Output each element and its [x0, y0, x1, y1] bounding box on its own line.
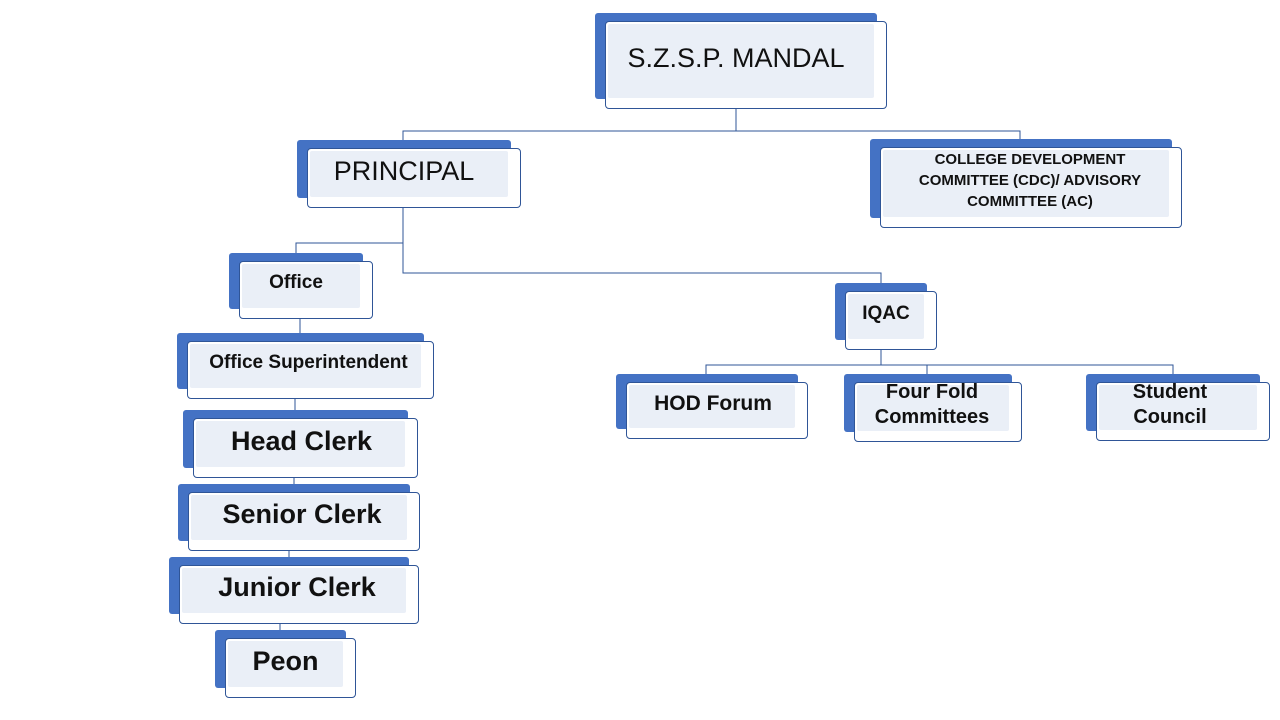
node-peon: Peon — [215, 630, 356, 698]
node-card — [1096, 382, 1270, 441]
node-cdc: COLLEGE DEVELOPMENT COMMITTEE (CDC)/ ADV… — [870, 139, 1182, 228]
connector-iqac-to-student_council — [927, 364, 1174, 374]
node-card — [179, 565, 419, 624]
node-hod-forum: HOD Forum — [616, 374, 808, 439]
node-label: Head Clerk — [230, 425, 373, 456]
node-label: HOD Forum — [654, 391, 772, 415]
node-label: Peon — [252, 645, 319, 676]
node-card — [845, 291, 937, 350]
node-label: S.Z.S.P. MANDAL — [627, 42, 845, 73]
node-student-council: Student Council — [1086, 374, 1270, 441]
node-card — [854, 382, 1022, 442]
connector-mandal-to-principal — [402, 109, 737, 140]
node-card — [193, 418, 418, 478]
node-label: Four Fold Committees — [874, 381, 990, 428]
node-card — [605, 21, 887, 109]
node-junior-clerk: Junior Clerk — [169, 557, 419, 624]
node-label: Office — [269, 272, 323, 293]
node-office-superintendent: Office Superintendent — [177, 333, 434, 399]
connector-iqac-to-four_fold — [881, 364, 928, 374]
node-office: Office — [229, 253, 373, 319]
connector-iqac-to-hod_forum — [705, 350, 882, 374]
node-card — [188, 492, 420, 551]
connector-principal-to-iqac — [402, 243, 882, 283]
node-card — [187, 341, 434, 399]
node-label: Student Council — [1132, 380, 1208, 428]
node-label: COLLEGE DEVELOPMENT COMMITTEE (CDC)/ ADV… — [918, 151, 1142, 210]
connector-mandal-to-cdc — [736, 130, 1021, 139]
node-card — [880, 147, 1182, 228]
node-head-clerk: Head Clerk — [183, 410, 418, 478]
node-card — [626, 382, 808, 439]
node-card — [239, 261, 373, 319]
node-label: IQAC — [862, 302, 910, 324]
node-principal: PRINCIPAL — [297, 140, 521, 208]
node-label: Junior Clerk — [218, 572, 376, 602]
node-label: Senior Clerk — [222, 499, 382, 529]
node-label: PRINCIPAL — [333, 155, 475, 186]
node-mandal: S.Z.S.P. MANDAL — [595, 13, 887, 109]
node-label: Office Superintendent — [209, 352, 408, 373]
node-iqac: IQAC — [835, 283, 937, 350]
node-senior-clerk: Senior Clerk — [178, 484, 420, 551]
connector-principal-to-office — [295, 208, 404, 253]
node-card — [307, 148, 521, 208]
node-four-fold: Four Fold Committees — [844, 374, 1022, 442]
node-card — [225, 638, 356, 698]
